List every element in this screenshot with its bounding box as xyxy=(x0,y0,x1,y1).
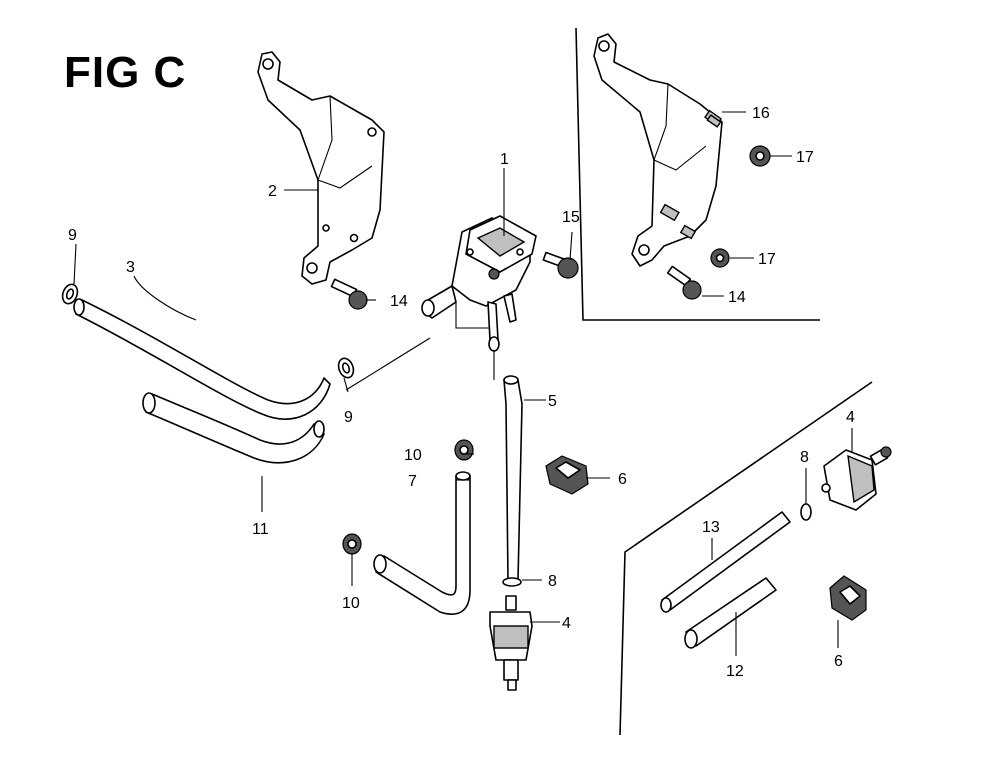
hose-clip-8b xyxy=(800,503,812,521)
figure-title: FIG C xyxy=(64,48,187,97)
callout-labels: 1 2 3 9 9 14 15 16 17 17 14 5 10 7 6 8 4… xyxy=(68,105,855,680)
grommet-6b xyxy=(829,575,867,621)
callout-8a: 8 xyxy=(548,573,557,590)
fuel-tube-12 xyxy=(684,577,777,649)
callout-9b: 9 xyxy=(344,409,353,426)
callout-15: 15 xyxy=(562,209,580,226)
callout-6a: 6 xyxy=(618,471,627,488)
stud-bolt-16 xyxy=(706,114,722,128)
callout-14a: 14 xyxy=(390,293,408,310)
callout-9a: 9 xyxy=(68,227,77,244)
callout-1: 1 xyxy=(500,151,509,168)
pump-bracket xyxy=(257,51,385,285)
callout-11: 11 xyxy=(252,521,269,538)
hose-clip-10b xyxy=(342,533,362,555)
flange-bolt-14a xyxy=(330,278,368,310)
flange-bolt-14b xyxy=(666,265,702,300)
callout-6b: 6 xyxy=(834,653,843,670)
hose-clip-9a xyxy=(61,283,79,305)
flange-bolt-15 xyxy=(542,251,579,279)
callout-4a: 4 xyxy=(562,615,571,632)
fuel-tube-11 xyxy=(142,392,325,464)
pump-bracket-alt xyxy=(593,33,723,267)
flange-nut-17b xyxy=(710,248,730,268)
fuel-tube-5 xyxy=(503,375,523,581)
hose-clip-10a xyxy=(454,439,474,461)
callout-16: 16 xyxy=(752,105,770,122)
grommet-6a xyxy=(545,455,589,495)
fuel-filter-4a xyxy=(489,595,533,691)
callout-17a: 17 xyxy=(796,149,814,166)
callout-3: 3 xyxy=(126,259,135,276)
flange-nut-17a xyxy=(749,145,771,167)
fuel-filter-4b xyxy=(821,446,892,511)
callout-17b: 17 xyxy=(758,251,776,268)
fuel-tube-13 xyxy=(660,511,791,613)
callout-10a: 10 xyxy=(404,447,422,464)
callout-4b: 4 xyxy=(846,409,855,426)
inset-frame-lower-right xyxy=(619,381,873,736)
callout-8b: 8 xyxy=(800,449,809,466)
leader-lines xyxy=(73,111,853,656)
callout-14b: 14 xyxy=(728,289,746,306)
callout-2: 2 xyxy=(268,183,277,200)
callout-7: 7 xyxy=(408,473,417,490)
fuel-tube-7 xyxy=(373,471,471,615)
fuel-pump xyxy=(421,215,537,352)
fuel-tube-3 xyxy=(73,298,331,420)
callout-5: 5 xyxy=(548,393,557,410)
callout-10b: 10 xyxy=(342,595,360,612)
hose-clip-8a xyxy=(502,577,522,587)
callout-13: 13 xyxy=(702,519,720,536)
hose-clip-9b xyxy=(337,357,355,379)
inset-frame-upper-right xyxy=(575,27,820,321)
callout-12: 12 xyxy=(726,663,744,680)
